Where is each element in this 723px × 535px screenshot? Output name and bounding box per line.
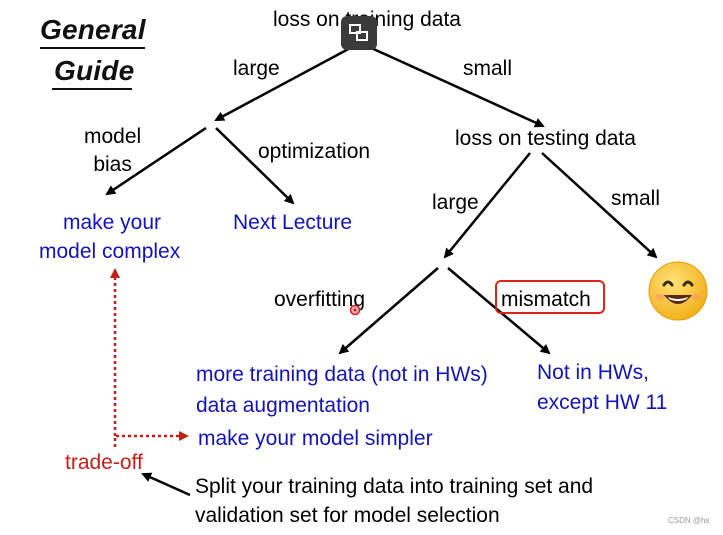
note-split-2: validation set for model selection [195,504,500,527]
arrow-root-small [366,44,545,128]
arrow-test-large [443,152,531,259]
watermark: CSDN @hs [668,516,710,525]
fix-model-simpler: make your model simpler [198,427,433,450]
branch-test-small: small [611,187,661,210]
mismatch-highlight-box [495,280,605,314]
arrow-overfitting [338,267,439,355]
label-optimization: optimization [258,140,371,163]
branch-train-small: small [463,57,513,80]
title-guide: Guide [54,55,135,86]
tradeoff-dotted-link [113,431,189,447]
label-trade-off: trade-off [65,451,143,474]
fix-data-augmentation: data augmentation [196,394,370,417]
fix-make-complex-1: make your [63,211,162,234]
fix-except-hw11: except HW 11 [537,391,668,414]
arrow-model-bias [105,126,207,196]
smiling-face-icon [648,261,708,321]
fix-more-data: more training data (not in HWs) [196,363,488,386]
title-general: General [40,14,146,45]
fix-next-lecture: Next Lecture [233,211,353,234]
fix-not-in-hws: Not in HWs, [537,361,650,384]
note-split-1: Split your training data into training s… [195,475,594,498]
arrow-test-small [541,152,658,259]
expand-icon[interactable] [341,16,377,50]
cursor-dot-icon [349,304,361,316]
label-mismatch: mismatch [501,288,591,311]
label-model-bias: model bias [84,125,142,176]
arrow-split-to-tradeoff [141,472,191,497]
title-underline-2 [52,88,132,90]
fix-make-complex-2: model complex [39,240,181,263]
arrow-root-large [214,44,355,122]
node-loss-testing: loss on testing data [455,127,636,150]
branch-test-large: large [432,191,479,214]
arrow-optimization [215,127,295,205]
label-overfitting: overfitting [274,288,366,311]
title-underline-1 [40,47,145,49]
branch-train-large: large [233,57,280,80]
